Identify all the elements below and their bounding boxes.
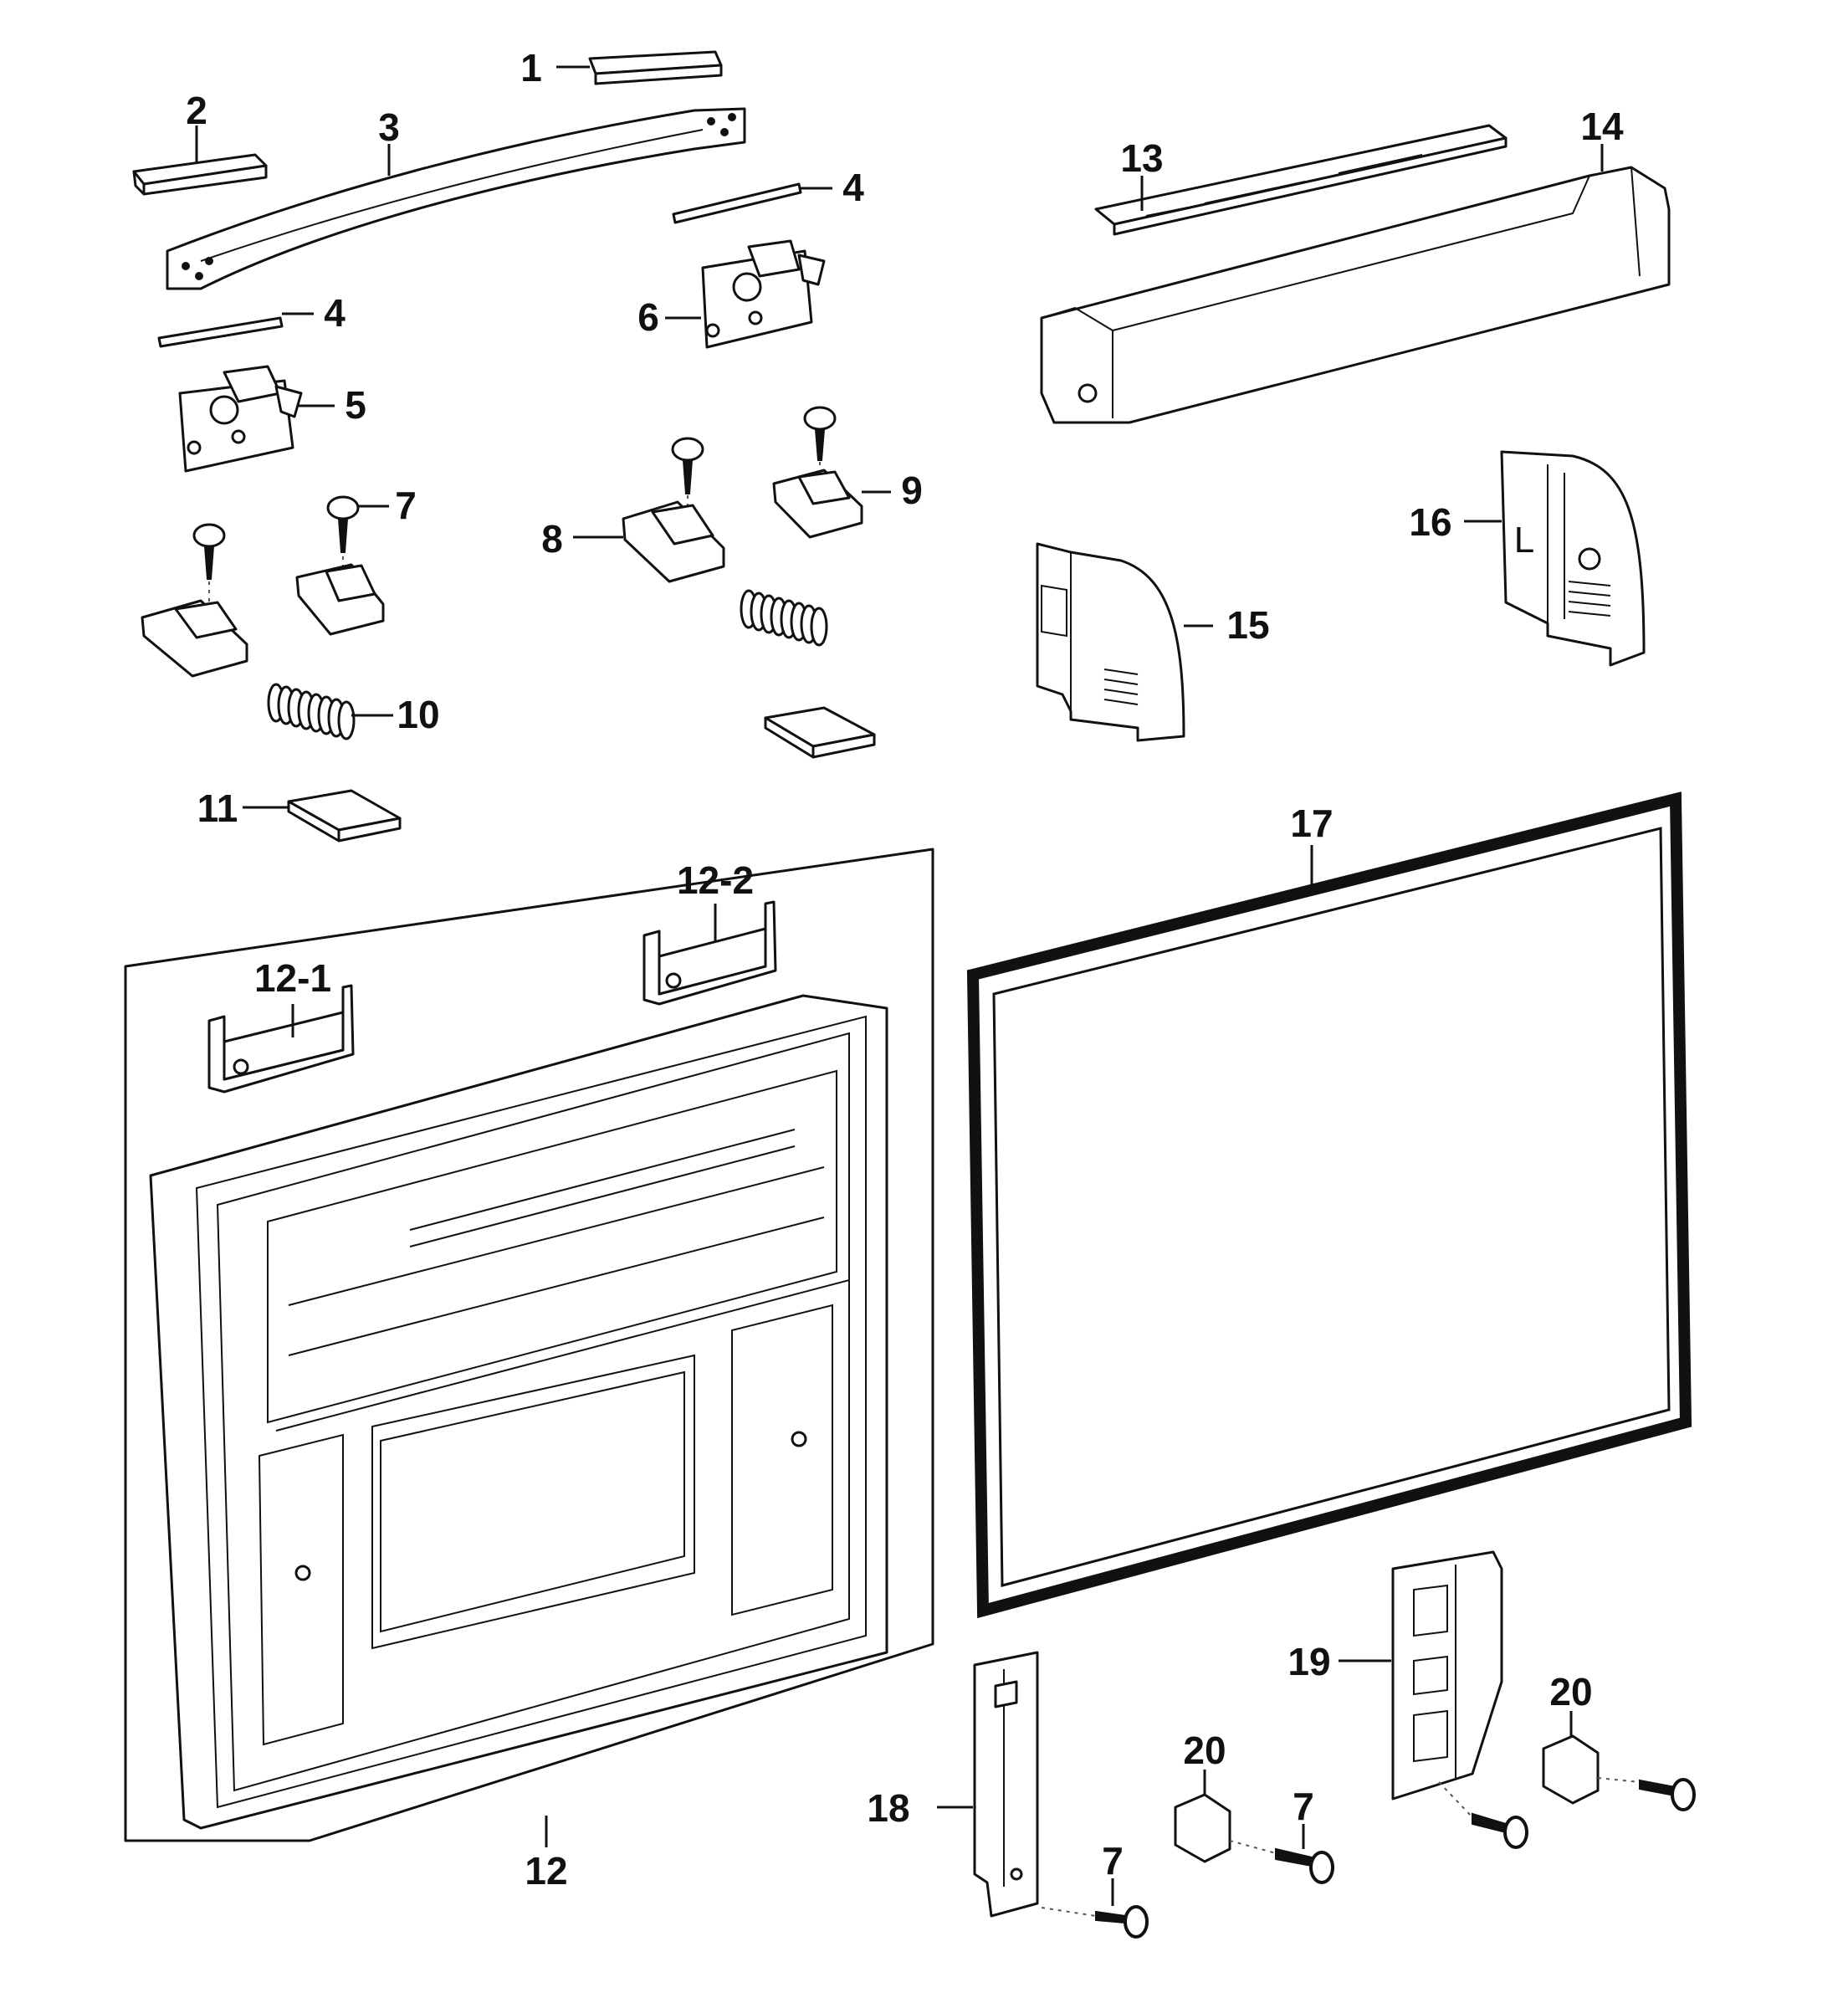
block-left-lower [141, 599, 248, 678]
callout-4a: 4 [324, 291, 346, 335]
callout-8: 8 [541, 517, 563, 561]
callout-17: 17 [1290, 802, 1333, 845]
callout-10: 10 [397, 693, 439, 736]
part-4-pin-right [672, 182, 832, 224]
callout-9: 9 [901, 469, 923, 512]
callout-12-2: 12-2 [677, 858, 754, 902]
callout-12: 12 [525, 1849, 567, 1893]
screw-7-bottom-left [1041, 1878, 1149, 1939]
part-4-pin-left [157, 312, 314, 348]
part-12-2-bracket [642, 900, 777, 1006]
callout-2: 2 [186, 89, 207, 132]
callout-20b: 20 [1549, 1670, 1592, 1713]
callout-11: 11 [197, 786, 238, 830]
callout-12-1: 12-1 [254, 956, 331, 1000]
callout-15: 15 [1226, 603, 1269, 647]
callout-6: 6 [637, 295, 659, 339]
block-left-upper [295, 563, 385, 636]
pad-mid [764, 706, 876, 759]
part-13-shelf-cap [1094, 124, 1508, 236]
callout-7a: 7 [395, 484, 417, 527]
vent-grille-16 [1568, 581, 1611, 617]
part-12-1-bracket [207, 984, 355, 1094]
screw-bottom-center [1438, 1781, 1528, 1849]
callout-13: 13 [1120, 136, 1163, 180]
part-20-hinge-cap-right [1542, 1711, 1600, 1805]
cap-marking-l: L [1514, 520, 1534, 561]
screw-small-left [192, 523, 226, 607]
part-14-door-bin [1040, 144, 1671, 424]
part-8-block [573, 500, 725, 583]
callout-18: 18 [867, 1786, 909, 1830]
callout-4b: 4 [842, 166, 864, 209]
part-18-hinge-bracket [937, 1651, 1039, 1918]
part-12-door-assembly [124, 848, 934, 1847]
part-3-handle [166, 107, 746, 290]
part-17-gasket [966, 791, 1692, 1619]
screw-7-bottom-mid [1229, 1824, 1334, 1884]
screw-small-right [803, 406, 837, 477]
part-19-hinge-plate [1339, 1550, 1503, 1801]
screw-bottom-right [1597, 1777, 1696, 1811]
callout-1: 1 [520, 46, 542, 90]
callout-19: 19 [1287, 1640, 1330, 1683]
callout-20a: 20 [1183, 1729, 1226, 1772]
part-2-cover [132, 126, 268, 196]
callout-14: 14 [1580, 105, 1624, 148]
part-10-spring [267, 683, 393, 740]
callout-5: 5 [345, 383, 366, 427]
spring-mid [740, 589, 828, 647]
part-15-side-cap [1036, 542, 1213, 742]
part-5-hinge-bracket [178, 365, 335, 473]
part-20-hinge-cap-left [1174, 1770, 1231, 1863]
part-11-pad [243, 789, 402, 843]
callout-7c: 7 [1293, 1785, 1314, 1828]
part-1-cover [556, 50, 723, 85]
screw-small-mid [671, 437, 704, 510]
part-6-hinge-bracket [665, 239, 826, 349]
vent-grille-15 [1103, 668, 1139, 705]
callout-16: 16 [1409, 500, 1451, 544]
part-9-block [772, 469, 891, 539]
callout-7b: 7 [1102, 1839, 1124, 1882]
callout-3: 3 [378, 105, 400, 149]
part-16-side-cap: L [1464, 450, 1646, 667]
